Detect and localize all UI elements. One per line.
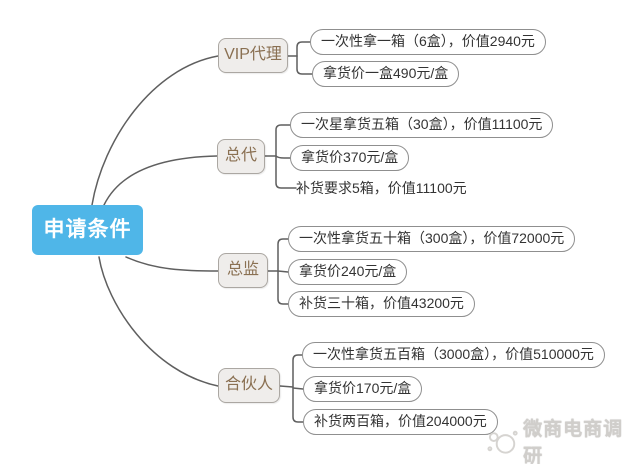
- leaf-item: 一次星拿货五箱（30盒），价值11100元: [290, 112, 554, 138]
- leaf-item: 拿货价240元/盒: [288, 259, 408, 285]
- curve-root-to-partner: [98, 256, 219, 387]
- leaf-item: 拿货价一盒490元/盒: [312, 61, 460, 87]
- leaf-item: 一次性拿货五十箱（300盒），价值72000元: [288, 226, 576, 252]
- leaf-item: 一次性拿一箱（6盒），价值2940元: [310, 29, 546, 55]
- leaf-item: 一次性拿货五百箱（3000盒），价值510000元: [302, 342, 605, 368]
- branch-node-director: 总监: [218, 253, 268, 288]
- branch-node-partner: 合伙人: [218, 368, 280, 403]
- curve-root-to-vip-agent: [91, 55, 219, 206]
- leaf-item: 补货两百箱，价值204000元: [303, 409, 498, 435]
- watermark-text: 微商电商调研: [523, 419, 624, 464]
- root-node: 申请条件: [32, 205, 143, 255]
- leaf-item: 补货要求5箱，价值11100元: [296, 180, 467, 196]
- branch-node-vip-agent: VIP代理: [218, 38, 288, 73]
- curve-root-to-director: [125, 256, 219, 272]
- leaf-item: 补货三十箱，价值43200元: [288, 291, 475, 317]
- watermark: 微商电商调研: [486, 414, 640, 464]
- watermark-logo-icon: [487, 430, 518, 454]
- curve-root-to-general-agent: [103, 155, 218, 206]
- branch-node-general-agent: 总代: [217, 139, 265, 174]
- leaf-item: 拿货价170元/盒: [303, 376, 423, 402]
- leaf-item: 拿货价370元/盒: [290, 145, 410, 171]
